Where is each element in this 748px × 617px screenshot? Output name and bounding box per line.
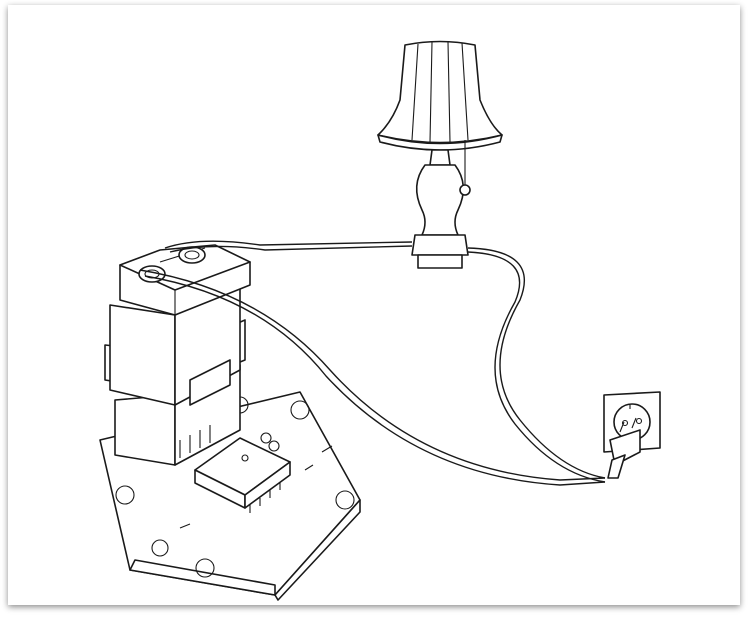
screw-terminal-block	[104, 244, 251, 466]
wires	[139, 240, 606, 486]
screw-icon	[178, 246, 206, 264]
ic-chip	[194, 437, 291, 513]
power-plug	[607, 417, 641, 479]
table-lamp	[377, 40, 503, 269]
